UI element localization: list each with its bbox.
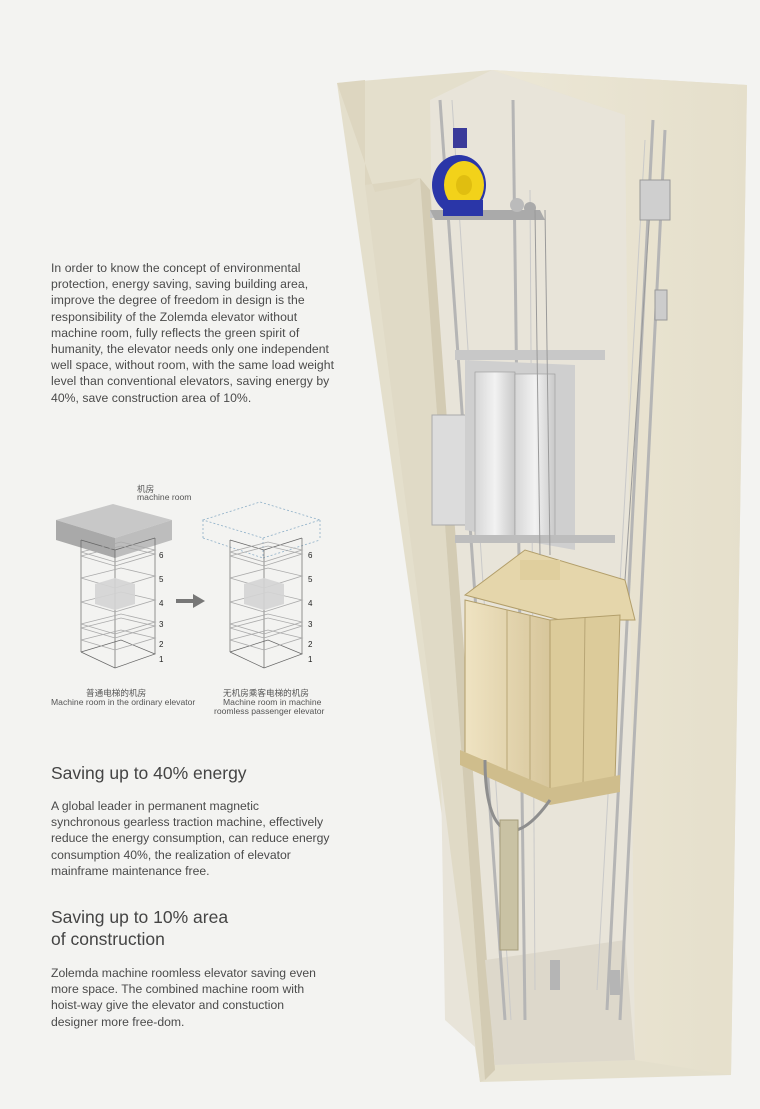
- floor-number: 1: [308, 655, 313, 664]
- ordinary-elevator-diagram: 6 5 4 3 2 1: [56, 504, 172, 669]
- left-caption-cn: 普通电梯的机房: [86, 688, 147, 698]
- section2-heading-line2: of construction: [51, 929, 165, 949]
- section1-heading: Saving up to 40% energy: [51, 763, 247, 783]
- elevator-shaft-illustration: [337, 70, 747, 1082]
- floor-number: 2: [159, 640, 164, 649]
- intro-paragraph: In order to know the concept of environm…: [51, 261, 334, 405]
- floor-number: 5: [308, 575, 313, 584]
- section2-heading-line1: Saving up to 10% area: [51, 907, 229, 927]
- section1-body: A global leader in permanent magnetic sy…: [51, 799, 330, 878]
- right-caption-en-2: roomless passenger elevator: [214, 706, 325, 716]
- floor-number: 4: [308, 599, 313, 608]
- machine-room-label-cn: 机房: [137, 484, 155, 494]
- floor-number: 6: [159, 551, 164, 560]
- floor-number: 2: [308, 640, 313, 649]
- floor-number: 3: [159, 620, 164, 629]
- section2-body: Zolemda machine roomless elevator saving…: [51, 966, 316, 1029]
- right-caption-cn: 无机房乘客电梯的机房: [223, 688, 309, 698]
- floor-number: 1: [159, 655, 164, 664]
- floor-number: 3: [308, 620, 313, 629]
- left-caption-en: Machine room in the ordinary elevator: [51, 697, 196, 707]
- roomless-elevator-diagram: 6 5 4 3 2 1: [201, 501, 322, 669]
- floor-number: 4: [159, 599, 164, 608]
- floor-number: 5: [159, 575, 164, 584]
- arrow-right-icon: [176, 594, 205, 608]
- machine-room-label-en: machine room: [137, 492, 192, 502]
- floor-number: 6: [308, 551, 313, 560]
- right-caption-en-1: Machine room in machine: [223, 697, 322, 707]
